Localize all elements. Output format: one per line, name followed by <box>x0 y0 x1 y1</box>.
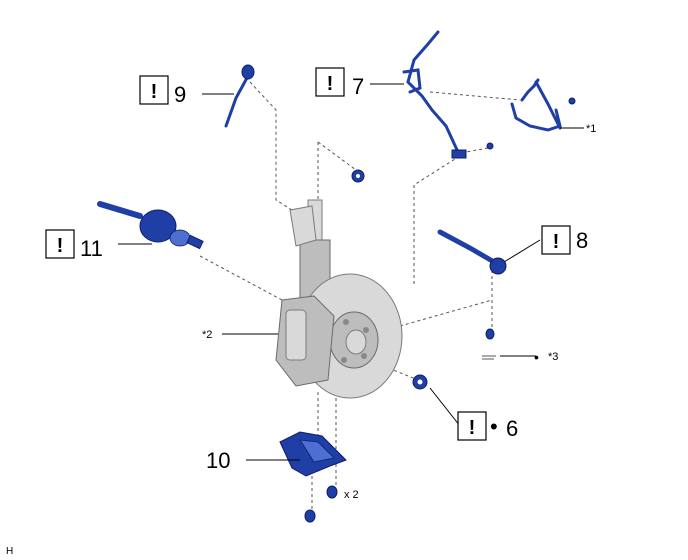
callout-number: 8 <box>576 228 588 253</box>
callout-number: 9 <box>174 82 186 107</box>
warning-glyph: ! <box>57 235 64 257</box>
warning-glyph: ! <box>469 417 476 439</box>
callout-9: ! 9 <box>139 75 186 107</box>
warning-glyph: ! <box>553 231 560 253</box>
callout-6: ! • 6 <box>457 411 518 441</box>
leader-lines <box>118 83 584 461</box>
warning-icon <box>45 229 75 259</box>
warning-icon <box>541 225 571 255</box>
cotter-pin-part <box>482 355 496 360</box>
note-3-label: *3 <box>548 351 558 363</box>
bullet-mark: • <box>490 414 498 439</box>
warning-icon <box>457 411 487 441</box>
brake-caliper-part <box>275 295 335 387</box>
lower-ball-joint-part <box>279 431 347 523</box>
speed-sensor-wire-part <box>402 30 576 159</box>
callout-7: ! 7 <box>315 67 364 99</box>
bullet-mark: • <box>534 349 539 365</box>
warning-glyph: ! <box>151 81 158 103</box>
callout-8: ! 8 <box>541 225 588 255</box>
callout-number: 7 <box>352 74 364 99</box>
quantity-label: x 2 <box>344 489 359 501</box>
nut-part <box>351 169 365 183</box>
warning-glyph: ! <box>327 73 334 95</box>
warning-icon <box>315 67 345 97</box>
callout-number: 10 <box>206 448 230 473</box>
warning-icon <box>139 75 169 105</box>
note-2-label: *2 <box>202 329 212 341</box>
callout-10: 10 <box>206 448 230 473</box>
callout-number: 6 <box>506 416 518 441</box>
callout-number: 11 <box>80 236 103 261</box>
figure-code: H <box>6 546 13 557</box>
stabilizer-link-part <box>224 64 255 128</box>
hub-nut-part <box>412 374 428 390</box>
drive-shaft-part <box>97 201 204 250</box>
note-1-label: *1 <box>586 123 596 135</box>
callout-11: ! 11 <box>45 229 103 261</box>
tie-rod-end-part <box>437 229 507 340</box>
